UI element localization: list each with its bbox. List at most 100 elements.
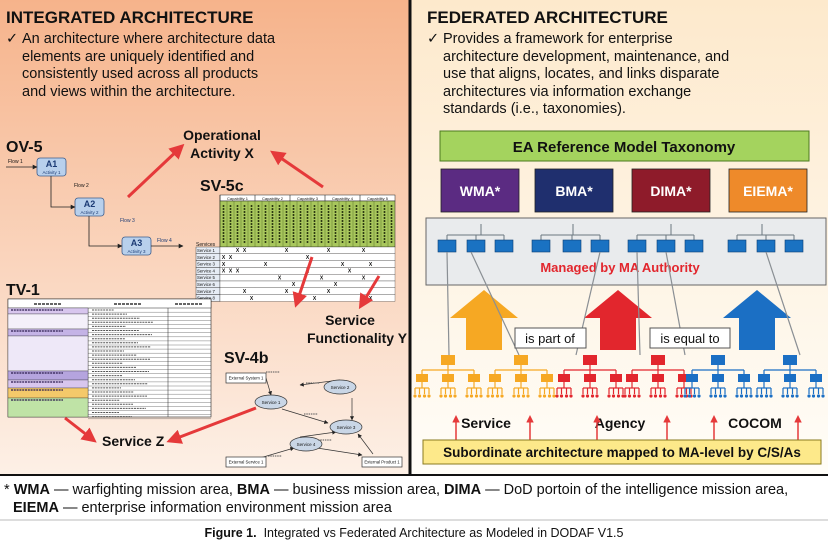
sub-child-node xyxy=(489,374,501,382)
is-equal-to-label: is equal to xyxy=(660,331,719,346)
sub-leaf-node xyxy=(512,394,516,398)
sub-root-node xyxy=(441,355,455,365)
sv5c-mark: X xyxy=(229,269,233,275)
footnote-line-1: * WMA — warfighting mission area, BMA — … xyxy=(4,481,824,499)
sub-child-node xyxy=(738,374,750,382)
footnote: * WMA — warfighting mission area, BMA — … xyxy=(4,481,824,517)
sv5c-mark: X xyxy=(243,289,247,295)
sub-leaf-node xyxy=(439,394,443,398)
sv5c-mark: X xyxy=(313,296,317,302)
taxonomy-label: EA Reference Model Taxonomy xyxy=(513,139,736,156)
sv5c-row-cells xyxy=(219,280,396,288)
sv5c-capability-label: Capability 3 xyxy=(297,196,319,201)
ma-node xyxy=(494,239,514,253)
sub-child-node xyxy=(610,374,622,382)
sv5c-mark: X xyxy=(362,248,366,254)
ma-node xyxy=(756,239,776,253)
ov5-flow-label: Flow 3 xyxy=(120,218,135,224)
sub-leaf-node xyxy=(552,394,556,398)
mission-area-box xyxy=(440,168,520,213)
sub-child-node xyxy=(626,374,638,382)
sub-leaf-node xyxy=(611,394,616,398)
left-bullet: ✓ An architecture where architecture dat… xyxy=(6,31,404,101)
sub-leaf-node xyxy=(709,394,713,398)
right-bullet-line: Provides a framework for enterprise xyxy=(443,31,673,47)
subordinate-red-arrows xyxy=(452,415,802,440)
taxonomy-box xyxy=(439,130,810,162)
ma-node xyxy=(590,239,610,253)
sub-leaf-node xyxy=(627,394,632,398)
footnote-line-2: EIEMA — enterprise information environme… xyxy=(4,499,824,517)
right-bullet-check-icon: ✓ xyxy=(427,31,440,47)
mapping-line xyxy=(470,251,520,356)
sub-leaf-node xyxy=(465,394,469,398)
sub-leaf-node xyxy=(559,394,564,398)
is-part-of-label: is part of xyxy=(525,331,575,346)
sv5c-mark: X xyxy=(369,262,373,268)
sv5c-mark: X xyxy=(236,248,240,254)
sub-child-node xyxy=(758,374,770,382)
sub-leaf-node xyxy=(755,394,759,398)
sub-leaf-node xyxy=(653,394,658,398)
op-activity-line2: Activity X xyxy=(190,145,254,161)
sub-leaf-node xyxy=(581,394,585,398)
sv5c-mark: X xyxy=(222,262,226,268)
sub-leaf-node xyxy=(816,394,821,398)
sv4b-external-box xyxy=(225,372,267,384)
ma-node xyxy=(684,239,704,253)
sv5c-capability-label: Capability 2 xyxy=(262,196,284,201)
mission-area-label: BMA* xyxy=(555,183,593,199)
tv1-title: TV-1 xyxy=(6,282,40,299)
sub-leaf-node xyxy=(663,394,667,398)
sv5c-title: SV-5c xyxy=(200,178,244,195)
sv4b-flow-line xyxy=(357,433,374,455)
sv5c-mark: X xyxy=(306,255,310,261)
sub-leaf-node xyxy=(739,394,744,398)
sub-leaf-node xyxy=(790,394,795,398)
tv1-standards-table xyxy=(7,298,212,419)
sub-leaf-node xyxy=(607,394,611,398)
sv5c-row-label: Service 5 xyxy=(197,275,216,280)
sub-leaf-node xyxy=(469,394,474,398)
sub-leaf-node xyxy=(759,394,764,398)
sub-child-node xyxy=(652,374,664,382)
sv4b-service-node xyxy=(289,436,323,452)
sub-child-node xyxy=(810,374,822,382)
sub-leaf-node xyxy=(649,394,653,398)
right-bullet-line: standards (i.e., taxonomies). xyxy=(443,101,626,117)
group-agency-label: Agency xyxy=(595,415,646,431)
sub-root-node xyxy=(651,355,665,365)
caption-text: Integrated vs Federated Architecture as … xyxy=(263,526,624,540)
mapping-line xyxy=(446,251,450,356)
sub-leaf-node xyxy=(486,394,490,398)
group-service-label: Service xyxy=(461,415,511,431)
sv5c-mark: X xyxy=(327,289,331,295)
sv4b-service-label: Service 4 xyxy=(297,442,316,447)
sv4b-external-box xyxy=(225,456,267,468)
mission-area-box xyxy=(534,168,614,213)
sub-leaf-node xyxy=(687,394,692,398)
sub-leaf-node xyxy=(807,394,811,398)
sub-leaf-node xyxy=(744,394,749,398)
sub-leaf-node xyxy=(785,394,790,398)
sub-child-node xyxy=(686,374,698,382)
figure-caption: Figure 1. Integrated vs Federated Archit… xyxy=(0,526,828,540)
sub-leaf-node xyxy=(427,394,431,398)
sub-leaf-node xyxy=(417,394,422,398)
ov5-activity-code: A3 xyxy=(131,238,143,248)
sv5c-row-label: Service 8 xyxy=(197,296,216,301)
sub-leaf-node xyxy=(479,394,483,398)
sub-leaf-node xyxy=(623,394,627,398)
upward-arrow xyxy=(450,290,518,350)
sub-leaf-node xyxy=(500,394,504,398)
sub-leaf-node xyxy=(723,394,727,398)
tv1-category-cell xyxy=(7,335,89,372)
sv4b-service-node xyxy=(329,419,363,435)
mission-area-label: DIMA* xyxy=(650,183,692,199)
sv5c-capability-label: Capability 5 xyxy=(367,196,389,201)
ov5-activity-name: Activity 1 xyxy=(42,170,61,175)
sv4b-external-label: External Product 1 xyxy=(364,460,400,465)
sv5c-mark: X xyxy=(341,262,345,268)
